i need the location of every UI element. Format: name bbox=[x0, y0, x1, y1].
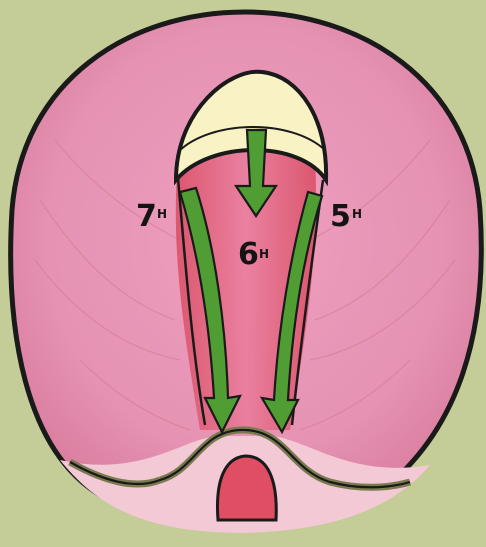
label-6-subscript: H bbox=[259, 247, 269, 261]
label-5-subscript: H bbox=[352, 207, 362, 221]
label-7-number: 7 bbox=[136, 199, 157, 234]
label-7-subscript: H bbox=[157, 207, 167, 221]
label-5-number: 5 bbox=[330, 199, 351, 234]
label-6-number: 6 bbox=[238, 237, 259, 272]
